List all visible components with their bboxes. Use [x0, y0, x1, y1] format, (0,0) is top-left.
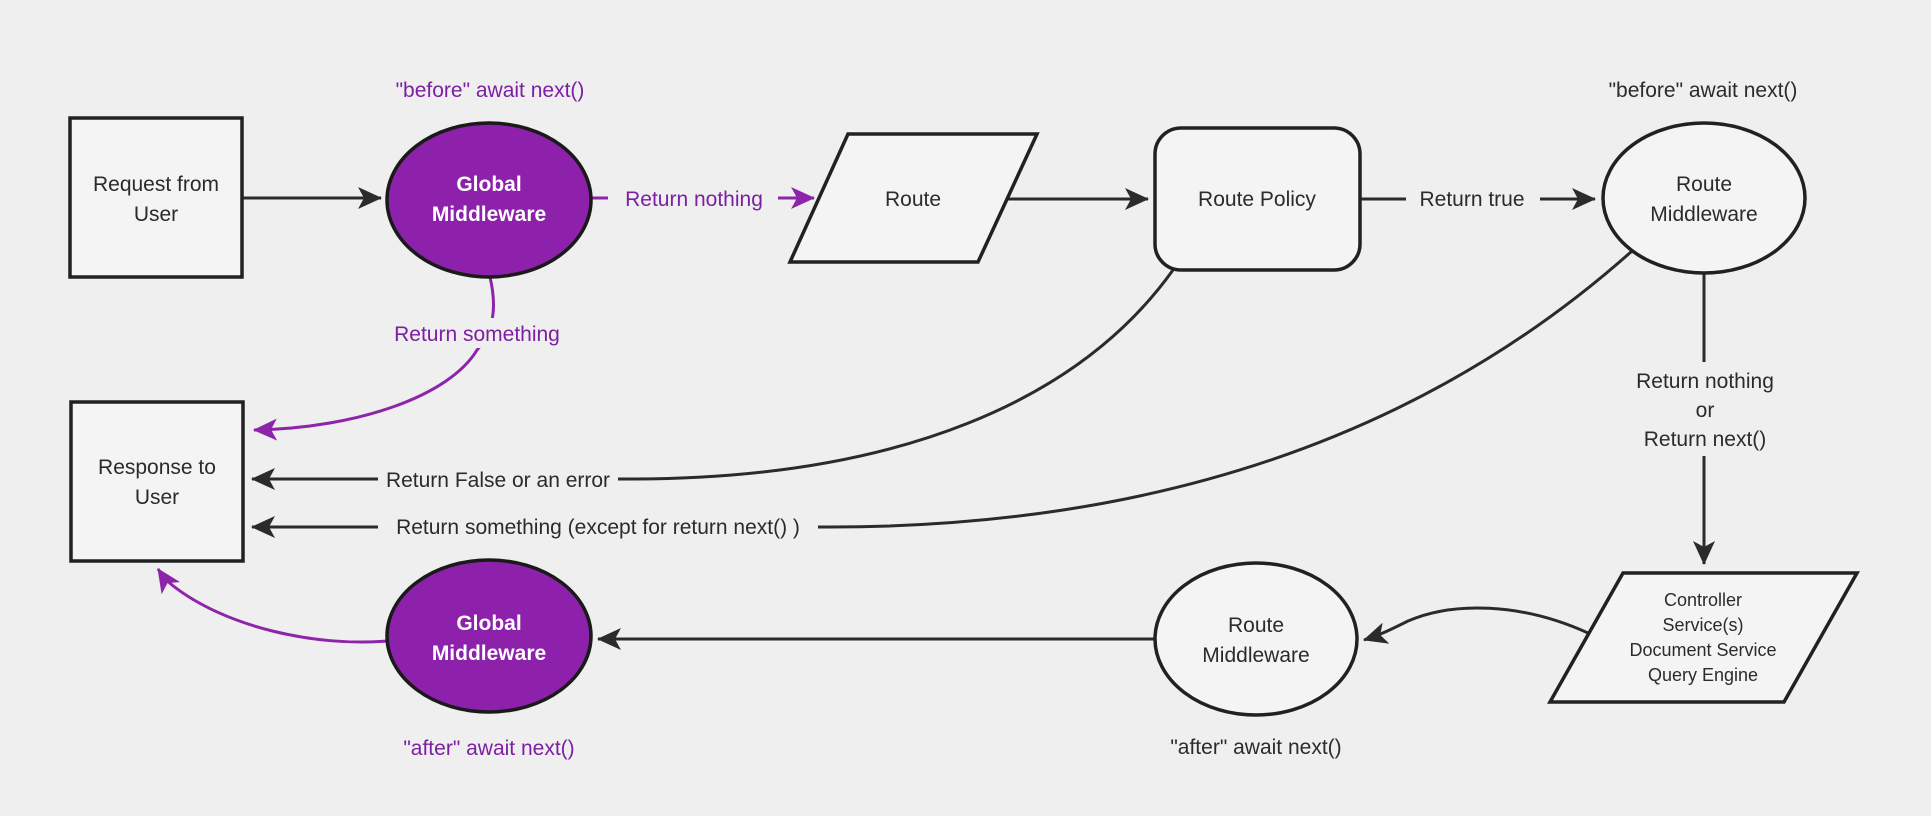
route-middleware-top-ellipse [1601, 121, 1807, 275]
route-parallelogram [787, 132, 1040, 264]
global-middleware-top-line1: Global [456, 173, 521, 196]
node-request-from-user: Request from User [68, 116, 244, 279]
label-return-nothing-or-line1: Return nothing [1636, 370, 1774, 393]
edge-global-middleware-bottom-to-response [156, 568, 388, 644]
label-return-nothing: Return nothing [625, 188, 763, 211]
response-box [69, 400, 245, 563]
label-bg-return-something [382, 318, 574, 348]
edge-global-middleware-to-response [253, 276, 496, 441]
global-middleware-top-ellipse [385, 121, 593, 279]
label-before-await-route: "before" await next() [1609, 79, 1798, 102]
node-route-middleware-top: Route Middleware [1601, 121, 1807, 275]
route-label: Route [885, 188, 941, 211]
node-global-middleware-top: Global Middleware [385, 121, 593, 279]
node-route-middleware-bottom: Route Middleware [1153, 561, 1359, 717]
controller-line2: Service(s) [1662, 615, 1743, 635]
label-bg-return-nothing [608, 182, 778, 212]
node-controller-services: Controller Service(s) Document Service Q… [1546, 571, 1861, 704]
route-middleware-bottom-line2: Middleware [1202, 644, 1309, 667]
global-middleware-bottom-line1: Global [456, 612, 521, 635]
controller-line1: Controller [1664, 590, 1742, 610]
node-global-middleware-bottom: Global Middleware [385, 558, 593, 714]
node-route: Route [787, 132, 1040, 264]
label-before-await-global: "before" await next() [396, 79, 585, 102]
label-bg-return-false [378, 463, 618, 493]
request-label-line2: User [134, 203, 178, 226]
label-bg-return-nothing-or [1623, 362, 1787, 456]
label-bg-return-something-except [378, 511, 818, 541]
label-return-true: Return true [1419, 188, 1524, 211]
route-policy-label: Route Policy [1198, 188, 1316, 211]
request-box [68, 116, 244, 279]
global-middleware-bottom-ellipse [385, 558, 593, 714]
node-response-to-user: Response to User [69, 400, 245, 563]
label-return-nothing-or-line2: or [1696, 399, 1715, 422]
route-middleware-bottom-ellipse [1153, 561, 1359, 717]
label-return-false-or-error: Return False or an error [386, 469, 610, 492]
route-policy-box [1153, 126, 1362, 272]
response-label-line2: User [135, 486, 179, 509]
edge-controller-to-route-middleware-bottom [1363, 606, 1589, 644]
route-middleware-top-line2: Middleware [1650, 203, 1757, 226]
controller-line3: Document Service [1629, 640, 1776, 660]
label-after-await-route: "after" await next() [1170, 736, 1341, 759]
request-label-line1: Request from [93, 173, 219, 196]
edge-route-policy-to-response [251, 269, 1175, 490]
label-bg-return-true [1406, 182, 1540, 212]
route-middleware-top-line1: Route [1676, 173, 1732, 196]
controller-line4: Query Engine [1648, 665, 1758, 685]
node-route-policy: Route Policy [1153, 126, 1362, 272]
label-after-await-global: "after" await next() [403, 737, 574, 760]
global-middleware-bottom-line2: Middleware [432, 642, 546, 665]
global-middleware-top-line2: Middleware [432, 203, 546, 226]
label-return-something: Return something [394, 323, 560, 346]
edge-route-middleware-to-response [251, 249, 1633, 538]
controller-parallelogram [1546, 571, 1861, 704]
label-return-something-except: Return something (except for return next… [396, 516, 800, 539]
label-return-nothing-or-line3: Return next() [1644, 428, 1767, 451]
response-label-line1: Response to [98, 456, 216, 479]
route-middleware-bottom-line1: Route [1228, 614, 1284, 637]
